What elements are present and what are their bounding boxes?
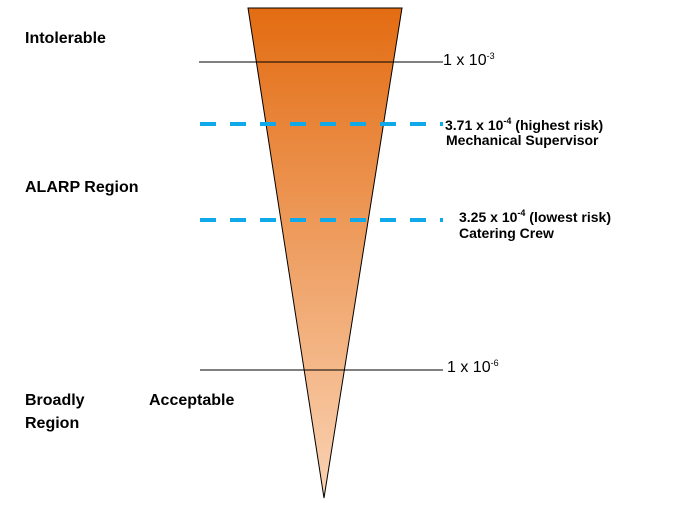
highest-risk-role: Mechanical Supervisor xyxy=(446,132,599,148)
lower-threshold-label: 1 x 10-6 xyxy=(447,358,499,376)
broadly-label: Broadly xyxy=(25,392,85,409)
risk-triangle xyxy=(247,7,403,499)
highest-risk-value: 3.71 x 10-4 (highest risk) xyxy=(445,116,604,133)
acceptable-label: Acceptable xyxy=(149,392,235,409)
intolerable-label: Intolerable xyxy=(25,30,106,47)
region-label: Region xyxy=(25,415,80,432)
lowest-risk-value: 3.25 x 10-4 (lowest risk) xyxy=(459,208,611,225)
alarp-label: ALARP Region xyxy=(25,179,139,196)
lowest-risk-role: Catering Crew xyxy=(459,225,554,241)
upper-threshold-label: 1 x 10-3 xyxy=(443,51,495,69)
